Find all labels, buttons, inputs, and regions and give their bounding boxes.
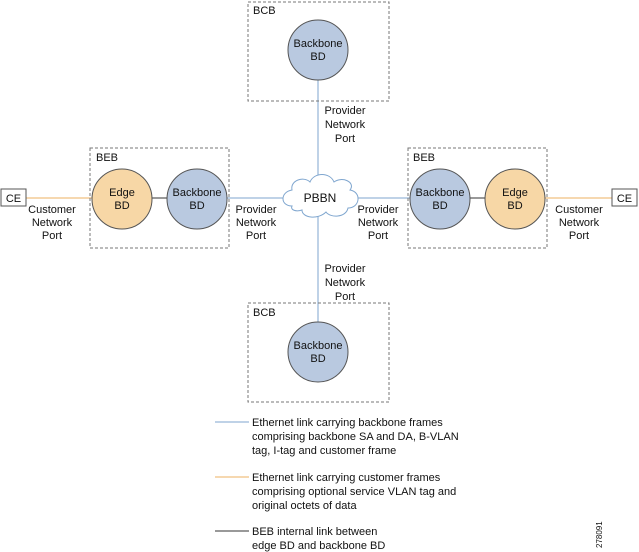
pbbn-cloud[interactable]: PBBN — [282, 174, 359, 218]
legend-backbone-link: Ethernet link carrying backbone frames c… — [215, 417, 459, 457]
svg-text:BD: BD — [114, 200, 129, 212]
svg-text:original octets of data: original octets of data — [252, 500, 357, 512]
svg-text:BEB: BEB — [96, 152, 118, 164]
svg-text:BCB: BCB — [253, 5, 276, 17]
svg-text:Port: Port — [335, 291, 355, 303]
svg-text:Network: Network — [32, 217, 73, 229]
svg-text:BD: BD — [189, 200, 204, 212]
svg-text:Port: Port — [569, 230, 589, 242]
svg-text:Backbone: Backbone — [416, 187, 465, 199]
customer-port-left-label: Customer Network Port — [28, 204, 76, 242]
backbone-bd-right[interactable] — [409, 168, 471, 230]
svg-text:CE: CE — [617, 193, 632, 205]
svg-text:edge BD and backbone BD: edge BD and backbone BD — [252, 540, 385, 552]
legend-internal-link: BEB internal link between edge BD and ba… — [215, 526, 385, 552]
svg-text:Provider: Provider — [358, 204, 399, 216]
beb-right: BEB Backbone BD Edge BD — [407, 147, 548, 249]
backbone-bd-top[interactable] — [287, 19, 349, 81]
svg-text:Network: Network — [236, 217, 277, 229]
svg-text:Edge: Edge — [502, 187, 528, 199]
svg-text:BD: BD — [310, 353, 325, 365]
svg-text:Customer: Customer — [555, 204, 603, 216]
provider-port-right-label: Provider Network Port — [358, 204, 399, 242]
customer-port-right-label: Customer Network Port — [555, 204, 603, 242]
backbone-bd-left[interactable] — [166, 168, 228, 230]
backbone-bd-bottom[interactable] — [287, 321, 349, 383]
beb-left: BEB Edge BD Backbone BD — [89, 147, 230, 249]
svg-text:Provider: Provider — [325, 105, 366, 117]
ce-right[interactable]: CE — [611, 188, 638, 207]
svg-text:BD: BD — [310, 51, 325, 63]
svg-text:Port: Port — [42, 230, 62, 242]
svg-text:BEB: BEB — [413, 152, 435, 164]
svg-text:Port: Port — [246, 230, 266, 242]
edge-bd-right[interactable] — [484, 168, 546, 230]
provider-port-top-label: Provider Network Port — [325, 105, 366, 145]
legend: Ethernet link carrying backbone frames c… — [215, 417, 459, 552]
svg-text:BD: BD — [432, 200, 447, 212]
ce-left[interactable]: CE — [0, 188, 27, 207]
svg-text:Port: Port — [335, 133, 355, 145]
svg-text:BCB: BCB — [253, 307, 276, 319]
svg-text:Network: Network — [358, 217, 399, 229]
svg-text:tag, I-tag and customer frame: tag, I-tag and customer frame — [252, 445, 396, 457]
figure-id: 278091 — [595, 521, 604, 548]
svg-text:Backbone: Backbone — [173, 187, 222, 199]
svg-text:Backbone: Backbone — [294, 38, 343, 50]
provider-port-left-label: Provider Network Port — [236, 204, 277, 242]
svg-text:Provider: Provider — [236, 204, 277, 216]
svg-text:comprising backbone SA and DA,: comprising backbone SA and DA, B-VLAN — [252, 431, 459, 443]
legend-customer-link: Ethernet link carrying customer frames c… — [215, 472, 456, 512]
svg-text:Provider: Provider — [325, 263, 366, 275]
provider-port-bottom-label: Provider Network Port — [325, 263, 366, 303]
svg-text:PBBN: PBBN — [304, 191, 337, 205]
svg-text:Edge: Edge — [109, 187, 135, 199]
svg-text:CE: CE — [6, 193, 21, 205]
svg-text:Network: Network — [559, 217, 600, 229]
bcb-top: BCB Backbone BD — [247, 1, 390, 102]
svg-text:Network: Network — [325, 119, 366, 131]
svg-text:Customer: Customer — [28, 204, 76, 216]
svg-text:Backbone: Backbone — [294, 340, 343, 352]
bcb-bottom: BCB Backbone BD — [247, 302, 390, 403]
svg-text:Network: Network — [325, 277, 366, 289]
svg-text:Ethernet link carrying backbon: Ethernet link carrying backbone frames — [252, 417, 443, 429]
svg-text:Port: Port — [368, 230, 388, 242]
edge-bd-left[interactable] — [91, 168, 153, 230]
svg-text:Ethernet link carrying custome: Ethernet link carrying customer frames — [252, 472, 441, 484]
svg-text:BD: BD — [507, 200, 522, 212]
svg-text:BEB internal link between: BEB internal link between — [252, 526, 377, 538]
svg-text:comprising optional service VL: comprising optional service VLAN tag and — [252, 486, 456, 498]
